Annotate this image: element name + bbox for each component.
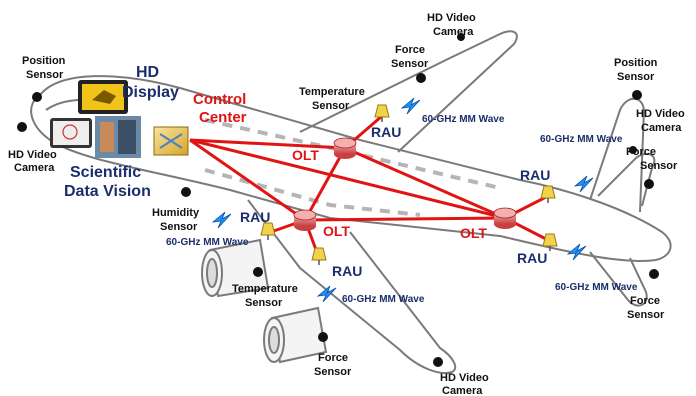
scientific-photo bbox=[95, 116, 141, 158]
force-sensor-bottom-line1: Force bbox=[318, 352, 348, 364]
sensor-dots bbox=[17, 33, 659, 367]
rau-antenna-4 bbox=[540, 185, 556, 204]
wireless-icon-1 bbox=[401, 97, 421, 115]
control-center-label-line2: Center bbox=[199, 109, 247, 126]
force-sensor-tail-line2: Sensor bbox=[627, 309, 665, 321]
wireless-icon-5 bbox=[567, 243, 587, 261]
control-center-switch bbox=[153, 126, 189, 156]
hd-video-right-line1: HD Video bbox=[636, 108, 685, 120]
hd-video-bottom-line2: Camera bbox=[442, 385, 483, 396]
olt-node-2 bbox=[293, 209, 317, 231]
mm-wave-label-1: 60-GHz MM Wave bbox=[422, 114, 505, 125]
temperature-sensor-top-line1: Temperature bbox=[299, 86, 365, 98]
rau-label-3: RAU bbox=[332, 263, 362, 279]
hd-display-monitor bbox=[78, 80, 128, 114]
olt-label-3: OLT bbox=[460, 225, 487, 241]
hd-video-left-line2: Camera bbox=[14, 162, 55, 174]
rau-label-4: RAU bbox=[520, 167, 550, 183]
humidity-sensor-line1: Humidity bbox=[152, 207, 200, 219]
mm-wave-label-5: 60-GHz MM Wave bbox=[555, 282, 638, 293]
force-sensor-bottom-line2: Sensor bbox=[314, 366, 352, 378]
force-sensor-top-line1: Force bbox=[395, 44, 425, 56]
rau-antenna-2 bbox=[260, 222, 276, 241]
temperature-sensor-top-line2: Sensor bbox=[312, 100, 350, 112]
scientific-label-line1: Scientific bbox=[70, 164, 141, 181]
olt-label-2: OLT bbox=[323, 223, 350, 239]
mm-wave-label-3: 60-GHz MM Wave bbox=[166, 237, 249, 248]
hd-video-top-line2: Camera bbox=[433, 26, 474, 38]
scientific-label-line2: Data Vision bbox=[64, 183, 151, 200]
hd-video-right-line2: Camera bbox=[641, 122, 682, 134]
engine-lower bbox=[263, 306, 328, 364]
engine-upper bbox=[201, 238, 270, 298]
control-center-label-line1: Control bbox=[193, 91, 246, 108]
mm-wave-label-2: 60-GHz MM Wave bbox=[540, 134, 623, 145]
olt-node-1 bbox=[333, 137, 357, 159]
force-sensor-right-line1: Force bbox=[626, 146, 656, 158]
temperature-sensor-bottom-line1: Temperature bbox=[232, 283, 298, 295]
hd-video-top-line1: HD Video bbox=[427, 12, 476, 24]
hd-video-monitor bbox=[50, 118, 92, 148]
olt-node-3 bbox=[493, 207, 517, 229]
rau-label-5: RAU bbox=[517, 250, 547, 266]
fiber-links bbox=[189, 114, 549, 259]
wireless-icon-4 bbox=[574, 175, 594, 193]
wireless-icon-3 bbox=[317, 285, 337, 303]
temperature-sensor-bottom-line2: Sensor bbox=[245, 297, 283, 309]
wireless-icon-2 bbox=[212, 211, 232, 229]
hd-video-left-line1: HD Video bbox=[8, 149, 57, 161]
mm-wave-label-4: 60-GHz MM Wave bbox=[342, 294, 425, 305]
position-sensor-right-line2: Sensor bbox=[617, 71, 655, 83]
force-sensor-right-line2: Sensor bbox=[640, 160, 678, 172]
hd-video-bottom-line1: HD Video bbox=[440, 372, 489, 384]
olt-label-1: OLT bbox=[292, 147, 319, 163]
hd-display-label-line1: HD bbox=[136, 64, 159, 81]
force-sensor-tail-line1: Force bbox=[630, 295, 660, 307]
hd-display-label-line2: Display bbox=[122, 84, 179, 101]
rau-label-1: RAU bbox=[371, 124, 401, 140]
position-sensor-left-line2: Sensor bbox=[26, 69, 64, 81]
rau-label-2: RAU bbox=[240, 209, 270, 225]
position-sensor-right-line1: Position bbox=[614, 57, 658, 69]
rau-antenna-3 bbox=[311, 247, 327, 266]
airframe-outline bbox=[30, 30, 672, 374]
position-sensor-left-line1: Position bbox=[22, 55, 66, 67]
force-sensor-top-line2: Sensor bbox=[391, 58, 429, 70]
humidity-sensor-line2: Sensor bbox=[160, 221, 198, 233]
cabin-dashed-lines bbox=[204, 118, 501, 217]
